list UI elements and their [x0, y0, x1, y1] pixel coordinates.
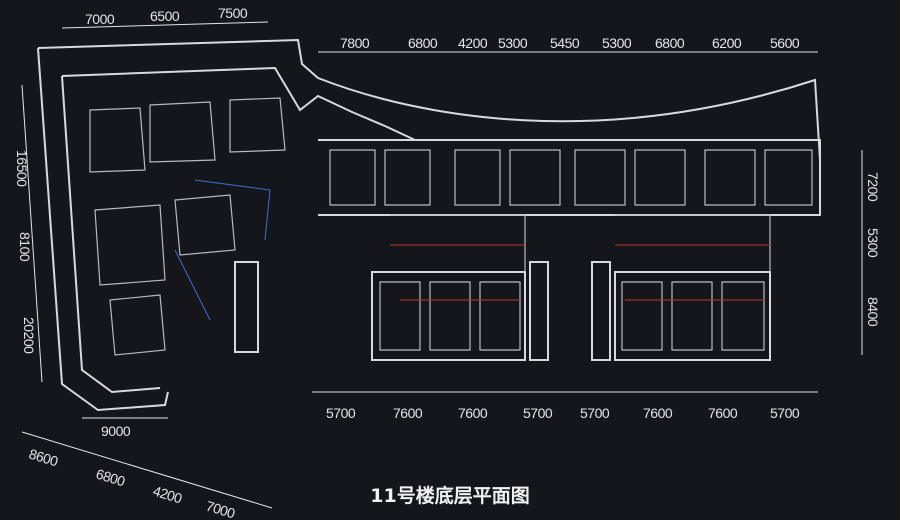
dimension-lines [21, 21, 863, 509]
dim-bottom-1: 5700 [326, 405, 356, 421]
dim-right-1: 7200 [865, 172, 881, 202]
dim-bottom-4: 5700 [523, 405, 553, 421]
dim-left-3: 20200 [21, 317, 37, 354]
room-partitions [89, 97, 813, 356]
dim-bottom-7: 7600 [708, 405, 738, 421]
plan-title: 11号楼底层平面图 [370, 485, 530, 507]
dim-top-right-7: 6800 [655, 35, 685, 51]
dim-right-3: 8400 [865, 297, 881, 327]
dims-top-left: 7000 6500 7500 [85, 5, 248, 27]
dim-top-right-3: 4200 [458, 35, 488, 51]
dim-top-left-3: 7500 [218, 5, 248, 21]
dim-bottom-left-lower-4: 7000 [204, 498, 237, 520]
dims-left-vertical: 16500 8100 20200 [14, 150, 37, 354]
dim-bottom-2: 7600 [393, 405, 423, 421]
dims-bottom-right: 5700 7600 7600 5700 5700 7600 7600 5700 [326, 405, 800, 421]
dims-right-vertical: 7200 5300 8400 [865, 172, 881, 327]
dim-bottom-5: 5700 [580, 405, 610, 421]
dim-top-left-1: 7000 [85, 11, 115, 27]
dim-bottom-left-lower-1: 8600 [27, 446, 60, 470]
dim-left-2: 8100 [17, 232, 33, 262]
dim-top-right-5: 5450 [550, 35, 580, 51]
dim-left-1: 16500 [14, 150, 30, 187]
dim-top-right-8: 6200 [712, 35, 742, 51]
dim-bottom-8: 5700 [770, 405, 800, 421]
dim-bottom-6: 7600 [643, 405, 673, 421]
dim-top-left-2: 6500 [150, 8, 180, 24]
dim-bottom-left-upper-1: 9000 [101, 423, 131, 439]
dim-top-right-4: 5300 [498, 35, 528, 51]
dim-top-right-9: 5600 [770, 35, 800, 51]
building-outline [37, 38, 821, 412]
dim-top-right-2: 6800 [408, 35, 438, 51]
dim-bottom-3: 7600 [458, 405, 488, 421]
dim-right-2: 5300 [865, 228, 881, 258]
dim-top-right-6: 5300 [602, 35, 632, 51]
dims-top-right: 7800 6800 4200 5300 5450 5300 6800 6200 … [340, 35, 800, 51]
accent-lines [174, 179, 770, 321]
dim-top-right-1: 7800 [340, 35, 370, 51]
